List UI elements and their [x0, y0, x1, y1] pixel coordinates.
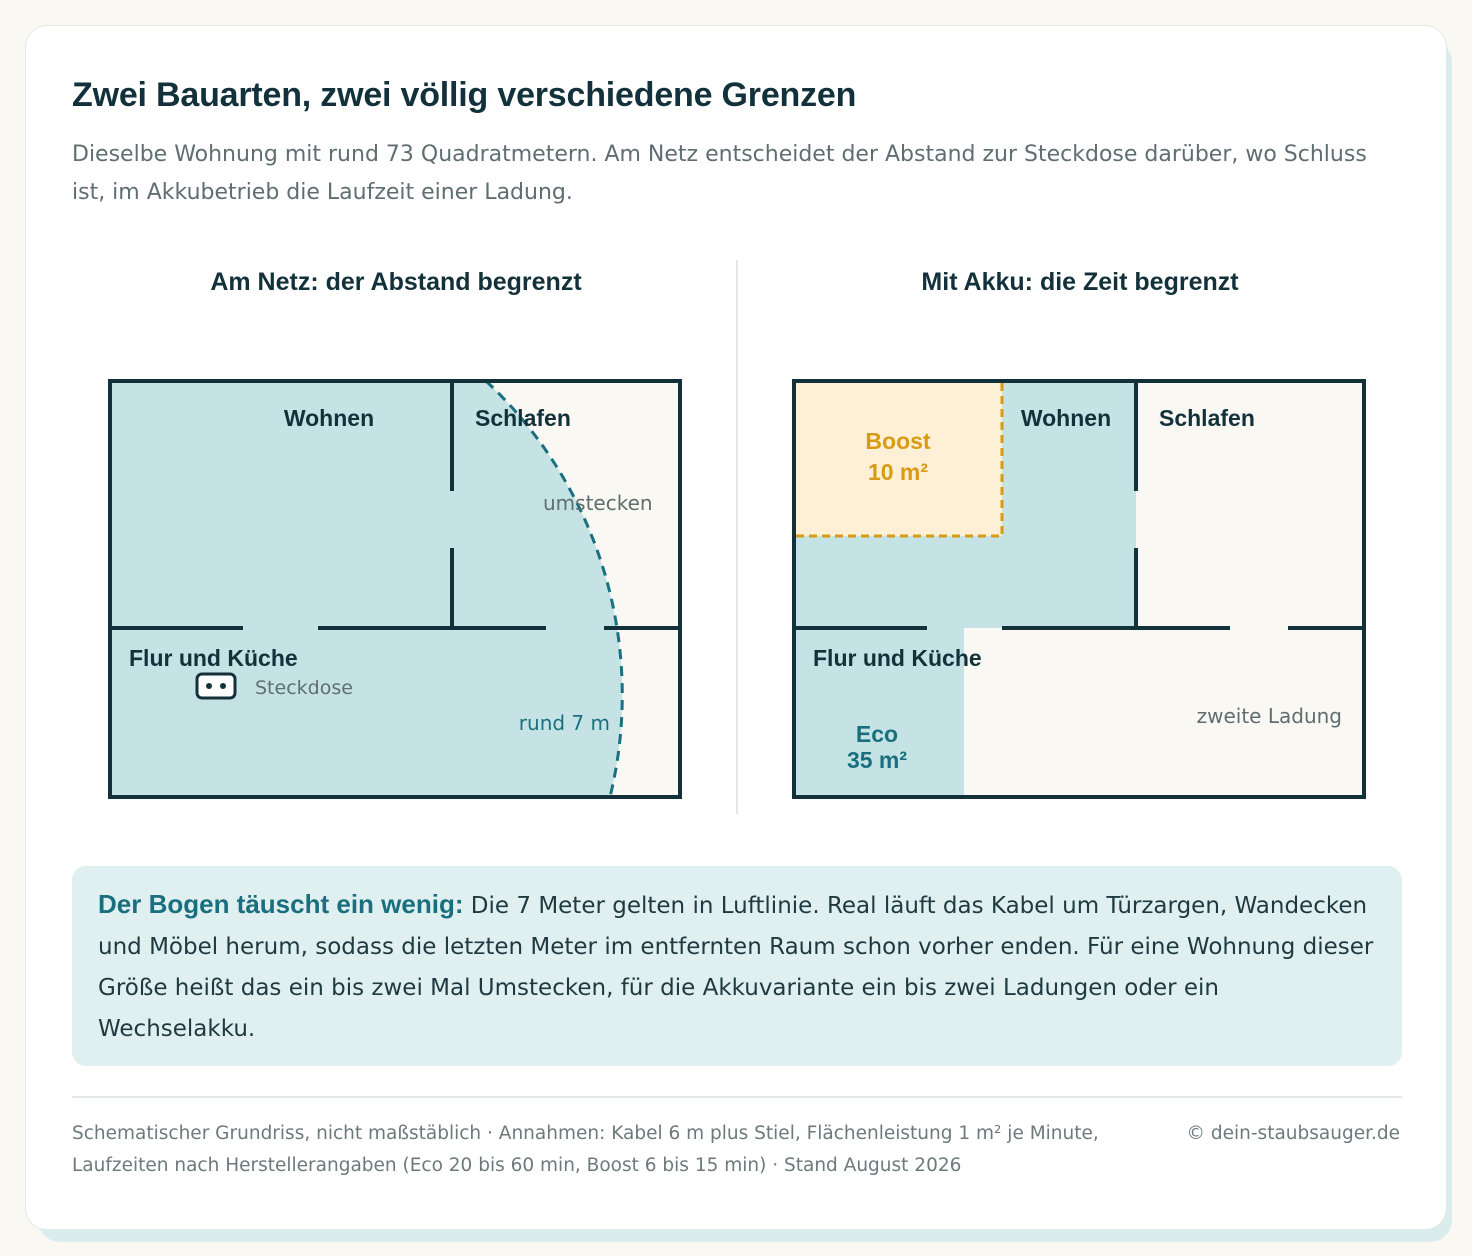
- cable-reach-arc: [484, 379, 624, 798]
- footer-source: Schematischer Grundriss, nicht maßstäbli…: [72, 1123, 1099, 1176]
- footer-rule: [72, 1096, 1402, 1098]
- right-panel-title: Mit Akku: die Zeit begrenzt: [921, 268, 1239, 296]
- footer-copyright: © dein-staubsauger.de: [1186, 1123, 1400, 1144]
- left-room-wohnen: Wohnen: [284, 405, 374, 431]
- note-lead: Der Bogen täuscht ein wenig:: [98, 889, 464, 919]
- left-floor-plan: Wohnen Schlafen Flur und Küche Steckdose…: [108, 379, 682, 799]
- replug-label: umstecken: [543, 491, 653, 515]
- second-charge-label: zweite Ladung: [1197, 704, 1342, 728]
- radius-label: rund 7 m: [519, 711, 610, 735]
- boost-area: [796, 383, 1002, 536]
- right-outer-walls: [792, 379, 1366, 799]
- left-outer-walls: [108, 379, 682, 799]
- page-subtitle: Dieselbe Wohnung mit rund 73 Quadratmete…: [72, 142, 1367, 205]
- left-room-schlafen: Schlafen: [475, 405, 571, 431]
- eco-area-value: 35 m²: [847, 747, 907, 773]
- right-room-schlafen: Schlafen: [1159, 405, 1255, 431]
- right-room-wohnen: Wohnen: [1021, 405, 1111, 431]
- boost-area-value: 10 m²: [868, 459, 928, 485]
- note-box: Der Bogen täuscht ein wenig: Die 7 Meter…: [72, 866, 1402, 1066]
- note-text: Die 7 Meter gelten in Luftlinie. Real lä…: [98, 893, 1374, 1042]
- left-panel-title: Am Netz: der Abstand begrenzt: [210, 268, 582, 296]
- eco-label: Eco: [856, 721, 898, 747]
- boost-label: Boost: [865, 428, 931, 454]
- boost-area-border: [796, 383, 1004, 538]
- panel-divider: [736, 260, 738, 814]
- socket-label: Steckdose: [255, 677, 353, 699]
- right-room-flur: Flur und Küche: [813, 645, 982, 671]
- left-room-flur: Flur und Küche: [129, 645, 298, 671]
- socket-icon: [195, 672, 237, 700]
- page-title: Zwei Bauarten, zwei völlig verschiedene …: [72, 76, 857, 114]
- cable-reach-area: [110, 381, 623, 797]
- right-floor-plan: Boost 10 m² Wohnen Schlafen Flur und Küc…: [792, 379, 1366, 799]
